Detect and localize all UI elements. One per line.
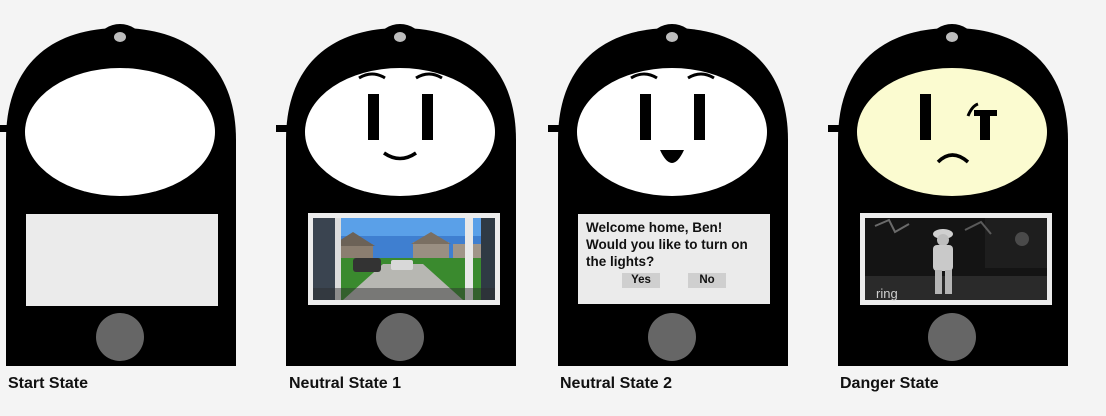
mount-screw-icon [394,32,406,42]
welcome-line-2: Would you like to turn on [586,237,748,252]
yes-button[interactable]: Yes [622,273,660,288]
face-display [25,68,215,196]
camera-image-night [865,218,1047,300]
doorbell-start-state [0,0,256,416]
welcome-line-1: Welcome home, Ben! [586,220,723,235]
empty-screen [26,214,218,306]
doorbell-neutral-state-2: Welcome home, Ben! Would you like to tur… [548,0,808,416]
doorbell-neutral-state-1 [276,0,536,416]
doorbell-body [548,24,788,366]
mount-screw-icon [666,32,678,42]
camera-image-day [313,218,495,300]
welcome-prompt-screen: Welcome home, Ben! Would you like to tur… [578,214,770,304]
doorbell-body [828,24,1068,366]
doorbell-button[interactable] [376,313,424,361]
smile-face-icon [358,72,443,161]
state-caption: Neutral State 2 [560,375,673,392]
angry-face-icon [911,61,997,164]
welcome-line-3: the lights? [586,254,655,269]
happy-face-icon [630,72,715,163]
camera-watermark: ring [876,286,898,301]
face-display [305,68,495,196]
mount-screw-icon [946,32,958,42]
face-display [857,68,1047,196]
doorbell-body [276,24,516,366]
prompt-buttons: Yes No [578,273,770,288]
state-caption: Start State [8,375,89,392]
camera-feed-night: ring [860,213,1052,305]
doorbell-button[interactable] [96,313,144,361]
camera-feed-day [308,213,500,305]
mount-screw-icon [114,32,126,42]
doorbell-danger-state: ring [828,0,1088,416]
state-caption: Neutral State 1 [289,375,402,392]
doorbell-body [0,24,236,366]
face-display [577,68,767,196]
welcome-message: Welcome home, Ben! Would you like to tur… [578,214,770,270]
doorbell-button[interactable] [648,313,696,361]
doorbell-button[interactable] [928,313,976,361]
no-button[interactable]: No [688,273,726,288]
state-caption: Danger State [840,375,939,392]
